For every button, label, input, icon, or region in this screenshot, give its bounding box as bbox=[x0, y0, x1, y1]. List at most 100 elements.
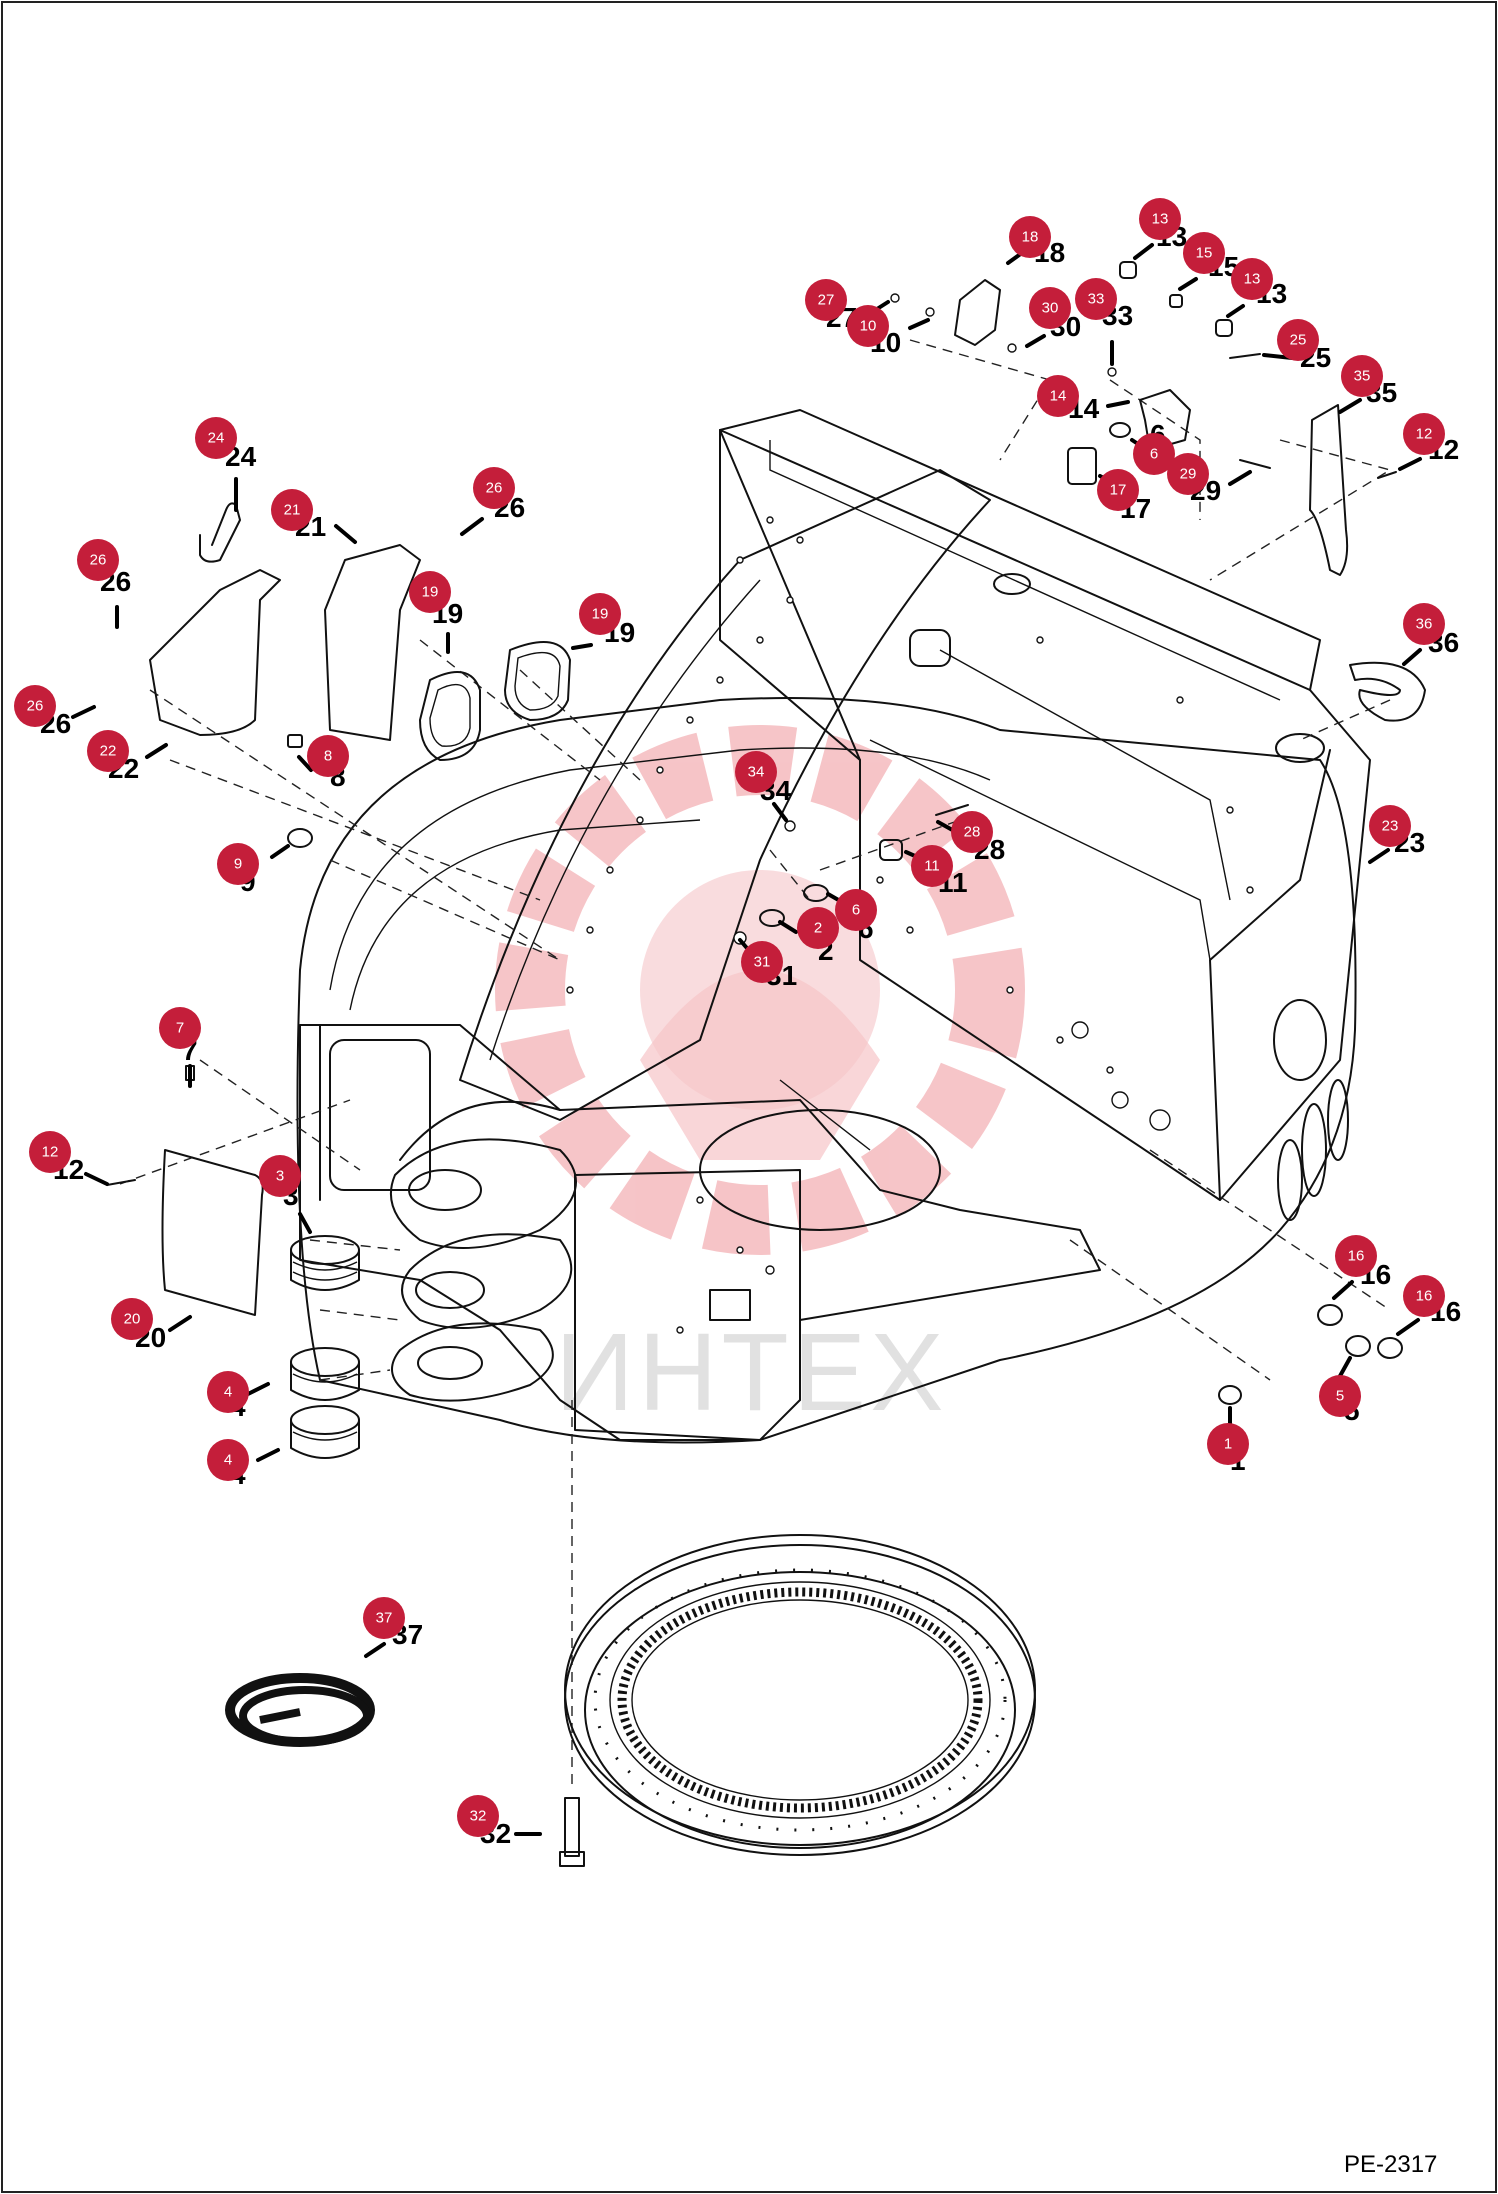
leader-line bbox=[1133, 243, 1154, 260]
seal-part-19b bbox=[504, 641, 571, 721]
callout-1: 11 bbox=[1207, 1406, 1249, 1476]
callout-badge bbox=[195, 417, 237, 459]
callout-badge-label: 14 bbox=[1050, 388, 1067, 405]
block-17 bbox=[1067, 447, 1097, 485]
callout-badge bbox=[1369, 805, 1411, 847]
callout-badge bbox=[14, 685, 56, 727]
callout-badge-label: 15 bbox=[1196, 245, 1213, 262]
spacer-13a bbox=[1119, 261, 1137, 279]
callouts: 2424212126262626262622221919191988997712… bbox=[14, 198, 1461, 1849]
callout-badge bbox=[217, 843, 259, 885]
callout-badge-label: 37 bbox=[376, 1610, 393, 1627]
callout-badge-label: 26 bbox=[90, 552, 107, 569]
leader-line bbox=[1025, 334, 1046, 348]
watermark-text: ИНТЕХ bbox=[555, 1311, 947, 1434]
seal-part-19a bbox=[419, 671, 481, 761]
callout-badge-label: 4 bbox=[224, 1384, 232, 1401]
callout-badge-label: 21 bbox=[284, 502, 301, 519]
callout-badge-label: 18 bbox=[1022, 229, 1039, 246]
leader-line bbox=[1368, 848, 1390, 864]
leader-line bbox=[1396, 1318, 1420, 1336]
part-8 bbox=[287, 734, 303, 748]
callout-badge-label: 6 bbox=[852, 902, 860, 919]
callout-badge-label: 9 bbox=[234, 856, 242, 873]
bushing-1 bbox=[1218, 1385, 1242, 1405]
callout-badge-label: 2 bbox=[814, 920, 822, 937]
callout-badge bbox=[457, 1795, 499, 1837]
callout-badge bbox=[159, 1007, 201, 1049]
part-9 bbox=[287, 828, 313, 848]
callout-badge bbox=[1231, 258, 1273, 300]
callout-badge-label: 7 bbox=[176, 1020, 184, 1037]
callout-badge bbox=[1097, 469, 1139, 511]
callout-badge-label: 30 bbox=[1042, 300, 1059, 317]
bolt-25 bbox=[1229, 353, 1261, 359]
callout-badge bbox=[207, 1439, 249, 1481]
callout-badge-label: 13 bbox=[1152, 211, 1169, 228]
callout-badge-label: 12 bbox=[1416, 426, 1433, 443]
callout-badge bbox=[1183, 232, 1225, 274]
washer-6-top bbox=[1109, 422, 1131, 438]
leader-line bbox=[297, 755, 313, 772]
callout-badge-label: 8 bbox=[324, 748, 332, 765]
bushing-5 bbox=[1345, 1335, 1371, 1357]
callout-badge-label: 26 bbox=[486, 480, 503, 497]
callout-8: 88 bbox=[297, 735, 349, 792]
callout-badge bbox=[847, 305, 889, 347]
hose-coil-37 bbox=[225, 1673, 375, 1747]
leader-line bbox=[270, 844, 290, 859]
callout-badge-label: 36 bbox=[1416, 616, 1433, 633]
callout-badge-label: 1 bbox=[1224, 1436, 1232, 1453]
callout-badge-label: 33 bbox=[1088, 291, 1105, 308]
callout-5: 55 bbox=[1319, 1356, 1361, 1426]
callout-badge-label: 35 bbox=[1354, 368, 1371, 385]
callout-badge-label: 19 bbox=[422, 584, 439, 601]
washer-2 bbox=[759, 909, 785, 927]
callout-badge-label: 27 bbox=[818, 292, 835, 309]
callout-badge-label: 12 bbox=[42, 1144, 59, 1161]
drawing-code: PE-2317 bbox=[1344, 2151, 1437, 2178]
callout-badge bbox=[579, 593, 621, 635]
cover-plate-22 bbox=[149, 569, 281, 736]
callout-3: 33 bbox=[259, 1155, 312, 1234]
callout-badge bbox=[87, 730, 129, 772]
callout-badge bbox=[1335, 1235, 1377, 1277]
leader-line bbox=[772, 802, 788, 822]
callout-9: 99 bbox=[217, 843, 290, 897]
cover-plate-20 bbox=[161, 1149, 264, 1316]
callout-badge bbox=[797, 907, 839, 949]
leader-line bbox=[246, 1382, 270, 1396]
spacer-13b bbox=[1215, 319, 1233, 337]
callout-badge bbox=[1403, 413, 1445, 455]
callout-badge-label: 11 bbox=[924, 858, 940, 875]
callout-badge bbox=[1341, 355, 1383, 397]
part-34 bbox=[784, 820, 796, 832]
callout-badge bbox=[271, 489, 313, 531]
callout-badge-label: 5 bbox=[1336, 1388, 1344, 1405]
callout-badge bbox=[307, 735, 349, 777]
assembly-lines bbox=[119, 339, 1392, 1790]
leader-line bbox=[1228, 470, 1252, 486]
leader-line bbox=[460, 517, 484, 536]
callout-badge bbox=[1133, 433, 1175, 475]
callout-7: 77 bbox=[159, 1007, 201, 1088]
callout-6: 66 bbox=[1130, 419, 1175, 475]
callout-badge bbox=[363, 1597, 405, 1639]
side-slots bbox=[1273, 999, 1349, 1221]
callout-4: 44 bbox=[207, 1371, 270, 1422]
bushing-16b bbox=[1377, 1337, 1403, 1359]
